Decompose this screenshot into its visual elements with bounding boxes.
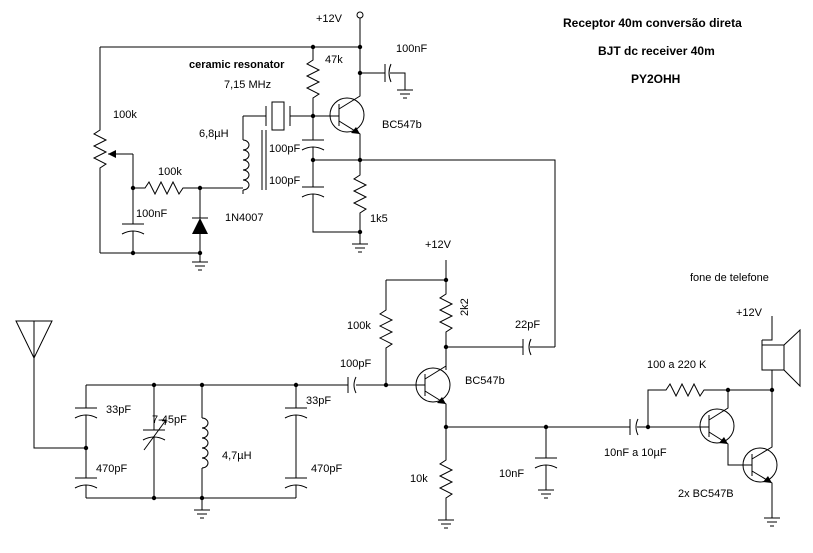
- pot-label: 100k: [113, 109, 137, 121]
- speaker-symbol: [761, 344, 785, 371]
- title-line3: PY2OHH: [631, 72, 680, 86]
- oscillator-section: +12V 100nF 47k BC547b ceramic resonator …: [92, 11, 556, 347]
- filter-c4-label: 470pF: [311, 463, 342, 475]
- resonator-title: ceramic resonator: [189, 59, 285, 71]
- mixer-emitter-res-label: 10k: [410, 473, 428, 485]
- osc-cap-lower-label: 100pF: [269, 175, 300, 187]
- diode-label: 1N4007: [225, 212, 264, 224]
- title-line2: BJT dc receiver 40m: [598, 44, 715, 58]
- filter-c1-label: 33pF: [106, 404, 131, 416]
- osc-cap-label: 100nF: [136, 208, 167, 220]
- filter-c2-label: 470pF: [96, 463, 127, 475]
- supply-label-top: +12V: [316, 13, 343, 25]
- input-cap-label: 100pF: [340, 358, 371, 370]
- input-filter-section: 33pF 470pF 7-45pF 4,7µH 33pF 470pF: [15, 320, 342, 519]
- supply-label-right: +12V: [736, 307, 763, 319]
- resonator-freq: 7,15 MHz: [224, 79, 271, 91]
- filter-c3-label: 33pF: [306, 395, 331, 407]
- audio-coupling-cap-label: 10nF a 10µF: [604, 447, 667, 459]
- audio-section: 10nF a 10µF 100 a 220 K 2x BC547B fone d…: [604, 272, 801, 527]
- audio-transistor2-symbol: [742, 447, 778, 483]
- trimmer-label: 7-45pF: [152, 414, 187, 426]
- title-line1: Receptor 40m conversão direta: [563, 16, 742, 30]
- bias-res-label: 47k: [325, 54, 343, 66]
- filter-inductor-label: 4,7µH: [222, 450, 252, 462]
- osc-cap-upper-label: 100pF: [269, 143, 300, 155]
- supply-label-mid: +12V: [425, 239, 452, 251]
- resonator-symbol: [271, 101, 285, 131]
- mixer-filter-cap-label: 10nF: [499, 468, 524, 480]
- mixer-bias-res-label: 100k: [347, 320, 371, 332]
- osc-inductor-label: 6,8µH: [199, 128, 229, 140]
- lo-cap-label: 22pF: [515, 319, 540, 331]
- audio-transistors-label: 2x BC547B: [678, 488, 734, 500]
- osc-transistor-symbol: [329, 97, 365, 133]
- series-res-label: 100k: [158, 166, 182, 178]
- headphone-label: fone de telefone: [690, 272, 769, 284]
- audio-transistor1-symbol: [699, 408, 735, 444]
- osc-emitter-res-label: 1k5: [370, 213, 388, 225]
- collector-res-label: 2k2: [459, 298, 471, 316]
- decoupling-cap-label: 100nF: [396, 43, 427, 55]
- supply-terminal-top: [356, 11, 364, 19]
- mixer-section: +12V 2k2 100k 22pF BC547b 100pF: [296, 239, 622, 529]
- feedback-res-label: 100 a 220 K: [647, 359, 707, 371]
- mixer-transistor-label: BC547b: [465, 375, 505, 387]
- osc-transistor-label: BC547b: [382, 119, 422, 131]
